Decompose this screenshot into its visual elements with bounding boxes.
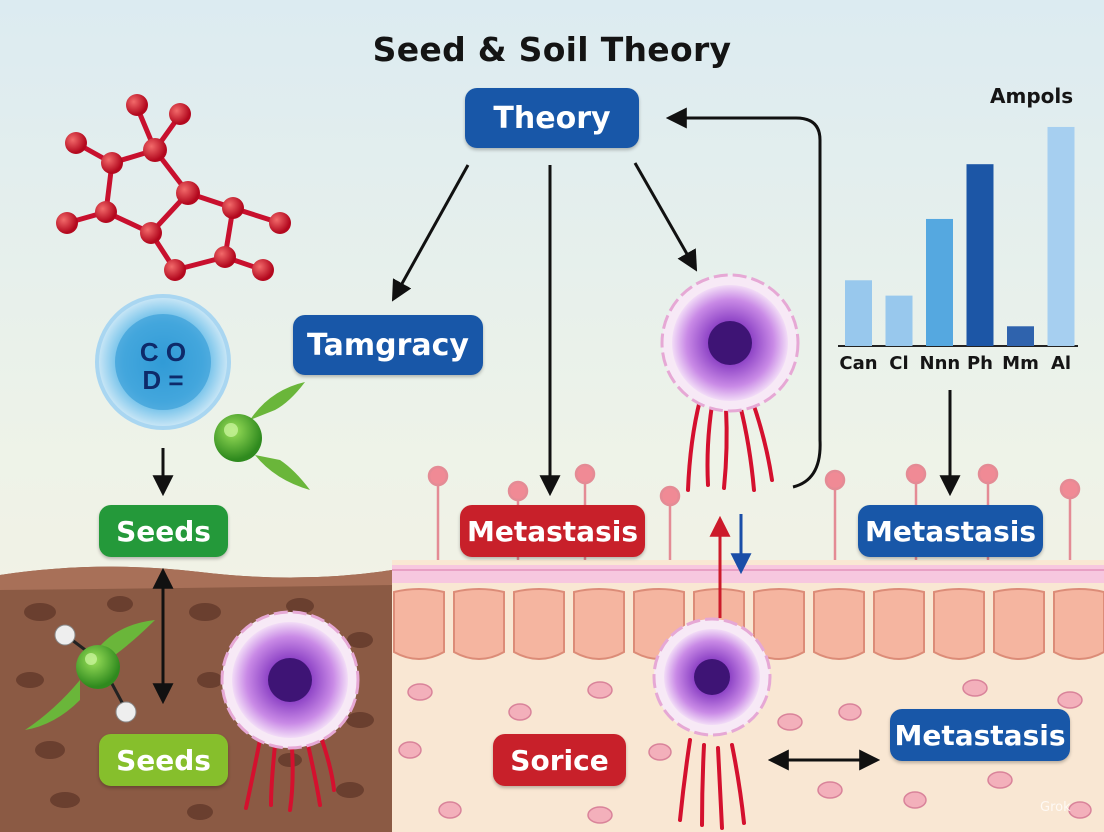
tick-label-ph: Ph [960, 353, 1000, 374]
tamgracy-box: Tamgracy [293, 315, 483, 375]
cell-text-line-2: D = [128, 366, 198, 394]
metastasis-box-center: Metastasis [460, 505, 645, 557]
metastasis-box-right: Metastasis [858, 505, 1043, 557]
tick-label-al: Al [1041, 353, 1081, 374]
cell-text: C O D = [128, 338, 198, 394]
theory-box: Theory [465, 88, 639, 148]
sorice-box: Sorice [493, 734, 626, 786]
tick-label-can: Can [839, 353, 879, 374]
tick-label-mm: Mm [1001, 353, 1041, 374]
seeds-box-bottom: Seeds [99, 734, 228, 786]
chart-title: Ampols [990, 84, 1073, 108]
seeds-box-top: Seeds [99, 505, 228, 557]
tick-label-nnn: Nnn [920, 353, 960, 374]
watermark: Grok [1040, 800, 1071, 815]
tick-label-cl: Cl [879, 353, 919, 374]
cell-text-line-1: C O [128, 338, 198, 366]
metastasis-box-bottom-right: Metastasis [890, 709, 1070, 761]
diagram-title: Seed & Soil Theory [0, 30, 1104, 69]
